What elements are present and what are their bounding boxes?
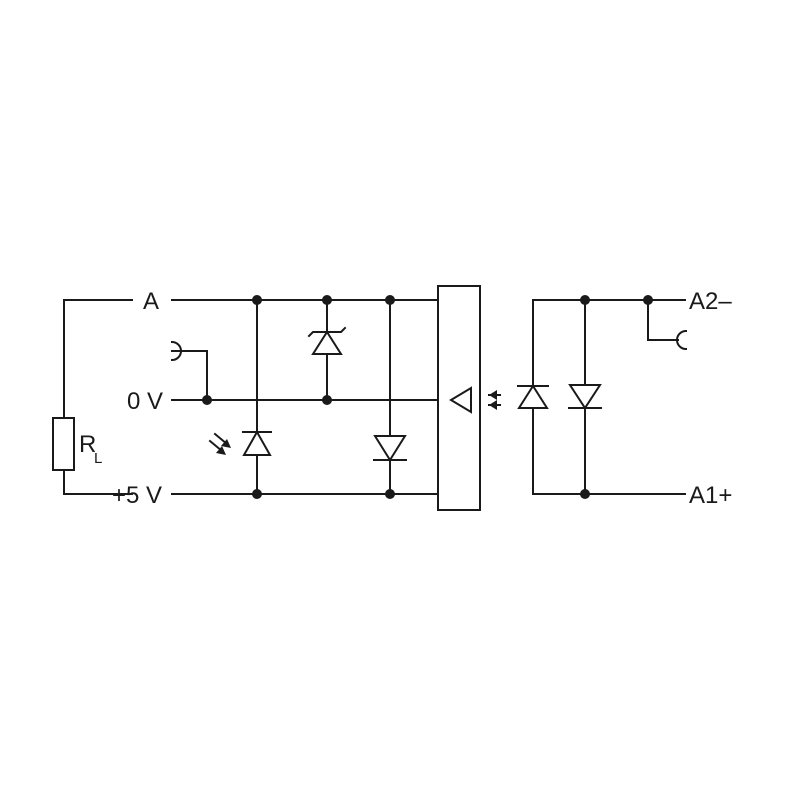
zener-diode <box>307 326 347 355</box>
led-arrowhead-2 <box>221 439 231 448</box>
junction-a2-648 <box>643 295 653 305</box>
diode-left-triangle <box>373 435 407 462</box>
junction-0v-327 <box>322 395 332 405</box>
wire-rl-bottom <box>63 469 133 495</box>
shield-wire-left <box>171 350 208 401</box>
junction-a1-585 <box>580 489 590 499</box>
label-rl-subscript: L <box>94 450 102 467</box>
light-arrowhead-2 <box>489 400 497 410</box>
optocoupler-amp-triangle <box>449 386 472 414</box>
wire-rl-top <box>63 299 133 419</box>
load-resistor <box>52 417 75 471</box>
shield-wire-right <box>647 299 679 341</box>
label-0v: 0 V <box>127 388 163 415</box>
label-a1: A1+ <box>689 482 732 509</box>
photodiode-triangle <box>517 384 549 409</box>
label-plus-5v: +5 V <box>112 482 162 509</box>
load-resistor-loop <box>52 299 133 495</box>
led-triangle <box>242 429 272 456</box>
junction-a2-585 <box>580 295 590 305</box>
diode-right <box>568 384 602 410</box>
zener-triangle <box>311 330 343 355</box>
zener-bar <box>307 326 347 338</box>
diode-left <box>373 435 407 462</box>
junction-5v-257 <box>252 489 262 499</box>
label-a: A <box>143 288 159 315</box>
junction-0v-207 <box>202 395 212 405</box>
diode-right-triangle <box>568 384 602 410</box>
led-diode <box>208 429 272 456</box>
junction-a-327 <box>322 295 332 305</box>
junction-5v-390 <box>385 489 395 499</box>
shield-connector-right <box>647 299 688 351</box>
junction-a-390 <box>385 295 395 305</box>
shield-hook-right <box>676 329 688 351</box>
rail-a2 <box>532 299 686 495</box>
label-a2: A2– <box>689 288 732 315</box>
light-arrows <box>488 390 501 410</box>
junction-a-257 <box>252 295 262 305</box>
shield-connector-left <box>170 340 208 401</box>
light-arrowhead-1 <box>489 390 497 400</box>
led-arrowhead-1 <box>216 446 226 455</box>
label-rl: R <box>79 431 96 458</box>
photodiode <box>517 384 549 409</box>
